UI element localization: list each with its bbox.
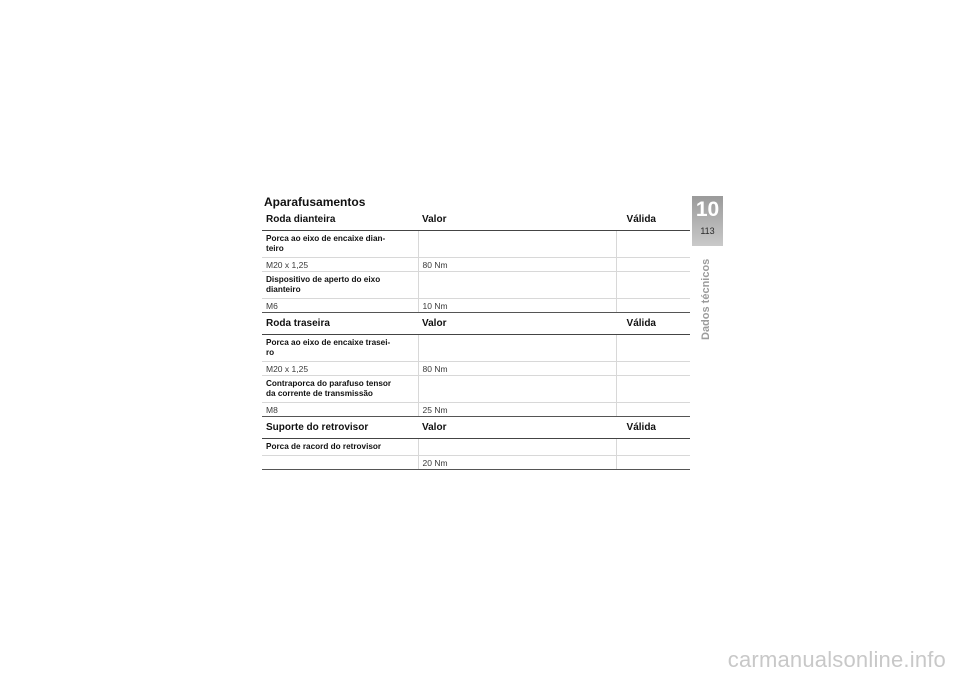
col-value-header: Valor [418,416,616,439]
empty-cell [615,438,690,456]
item-value: 10 Nm [417,298,616,313]
item-name-line1: Contraporca do parafuso tensor [266,379,392,388]
item-value: 80 Nm [417,361,616,376]
item-name: Porca de racord do retrovisor [262,438,418,456]
empty-cell [417,230,616,258]
empty-cell [615,334,690,362]
item-valid [615,402,690,417]
item-name-line1: Porca ao eixo de encaixe trasei- [266,338,391,347]
empty-cell [615,375,690,403]
torque-table: Roda dianteira Valor Válida Porca ao eix… [262,209,690,470]
table-row: 20 Nm [262,455,690,470]
item-spec [262,455,418,470]
item-valid [615,257,690,272]
group-header: Roda dianteira Valor Válida [262,209,690,231]
item-name-line1: Porca ao eixo de encaixe dian- [266,234,386,243]
item-name-line2: dianteiro [266,284,301,294]
col-valid-header: Válida [616,416,690,439]
empty-cell [417,334,616,362]
item-value: 20 Nm [417,455,616,470]
item-name-line2: ro [266,347,275,357]
table-row: M8 25 Nm [262,402,690,417]
item-spec: M8 [262,402,418,417]
page-number: 113 [700,226,715,236]
table-row: Porca de racord do retrovisor [262,438,690,456]
table-row: M6 10 Nm [262,298,690,313]
item-value: 25 Nm [417,402,616,417]
col-value-header: Valor [418,312,616,335]
item-valid [615,361,690,376]
table-row: M20 x 1,25 80 Nm [262,257,690,272]
chapter-tab: 10 113 [692,196,723,246]
empty-cell [417,438,616,456]
item-valid [615,455,690,470]
item-spec: M20 x 1,25 [262,257,418,272]
group-header: Roda traseira Valor Válida [262,312,690,335]
item-value: 80 Nm [417,257,616,272]
item-name: Porca ao eixo de encaixe dian-teiro [262,230,418,258]
item-spec: M6 [262,298,418,313]
group-heading: Roda traseira [262,312,418,335]
watermark: carmanualsonline.info [727,647,946,672]
empty-cell [417,375,616,403]
item-name-line2: da corrente de transmissão [266,388,373,398]
item-name: Porca ao eixo de encaixe trasei-ro [262,334,418,362]
item-name-line1: Dispositivo de aperto do eixo [266,275,381,284]
col-valid-header: Válida [616,312,690,335]
item-valid [615,298,690,313]
empty-cell [615,230,690,258]
table-row: Porca ao eixo de encaixe dian-teiro [262,230,690,258]
item-spec: M20 x 1,25 [262,361,418,376]
table-row: M20 x 1,25 80 Nm [262,361,690,376]
section-title: Aparafusamentos [264,195,366,209]
table-row: Porca ao eixo de encaixe trasei-ro [262,334,690,362]
group-heading: Suporte do retrovisor [262,416,418,439]
item-name-line2: teiro [266,243,284,253]
chapter-number: 10 [695,198,720,221]
col-valid-header: Válida [616,209,690,231]
empty-cell [615,271,690,299]
col-value-header: Valor [418,209,616,231]
empty-cell [417,271,616,299]
chapter-title: Dados técnicos [700,258,712,340]
group-heading: Roda dianteira [262,209,418,231]
group-header: Suporte do retrovisor Valor Válida [262,416,690,439]
